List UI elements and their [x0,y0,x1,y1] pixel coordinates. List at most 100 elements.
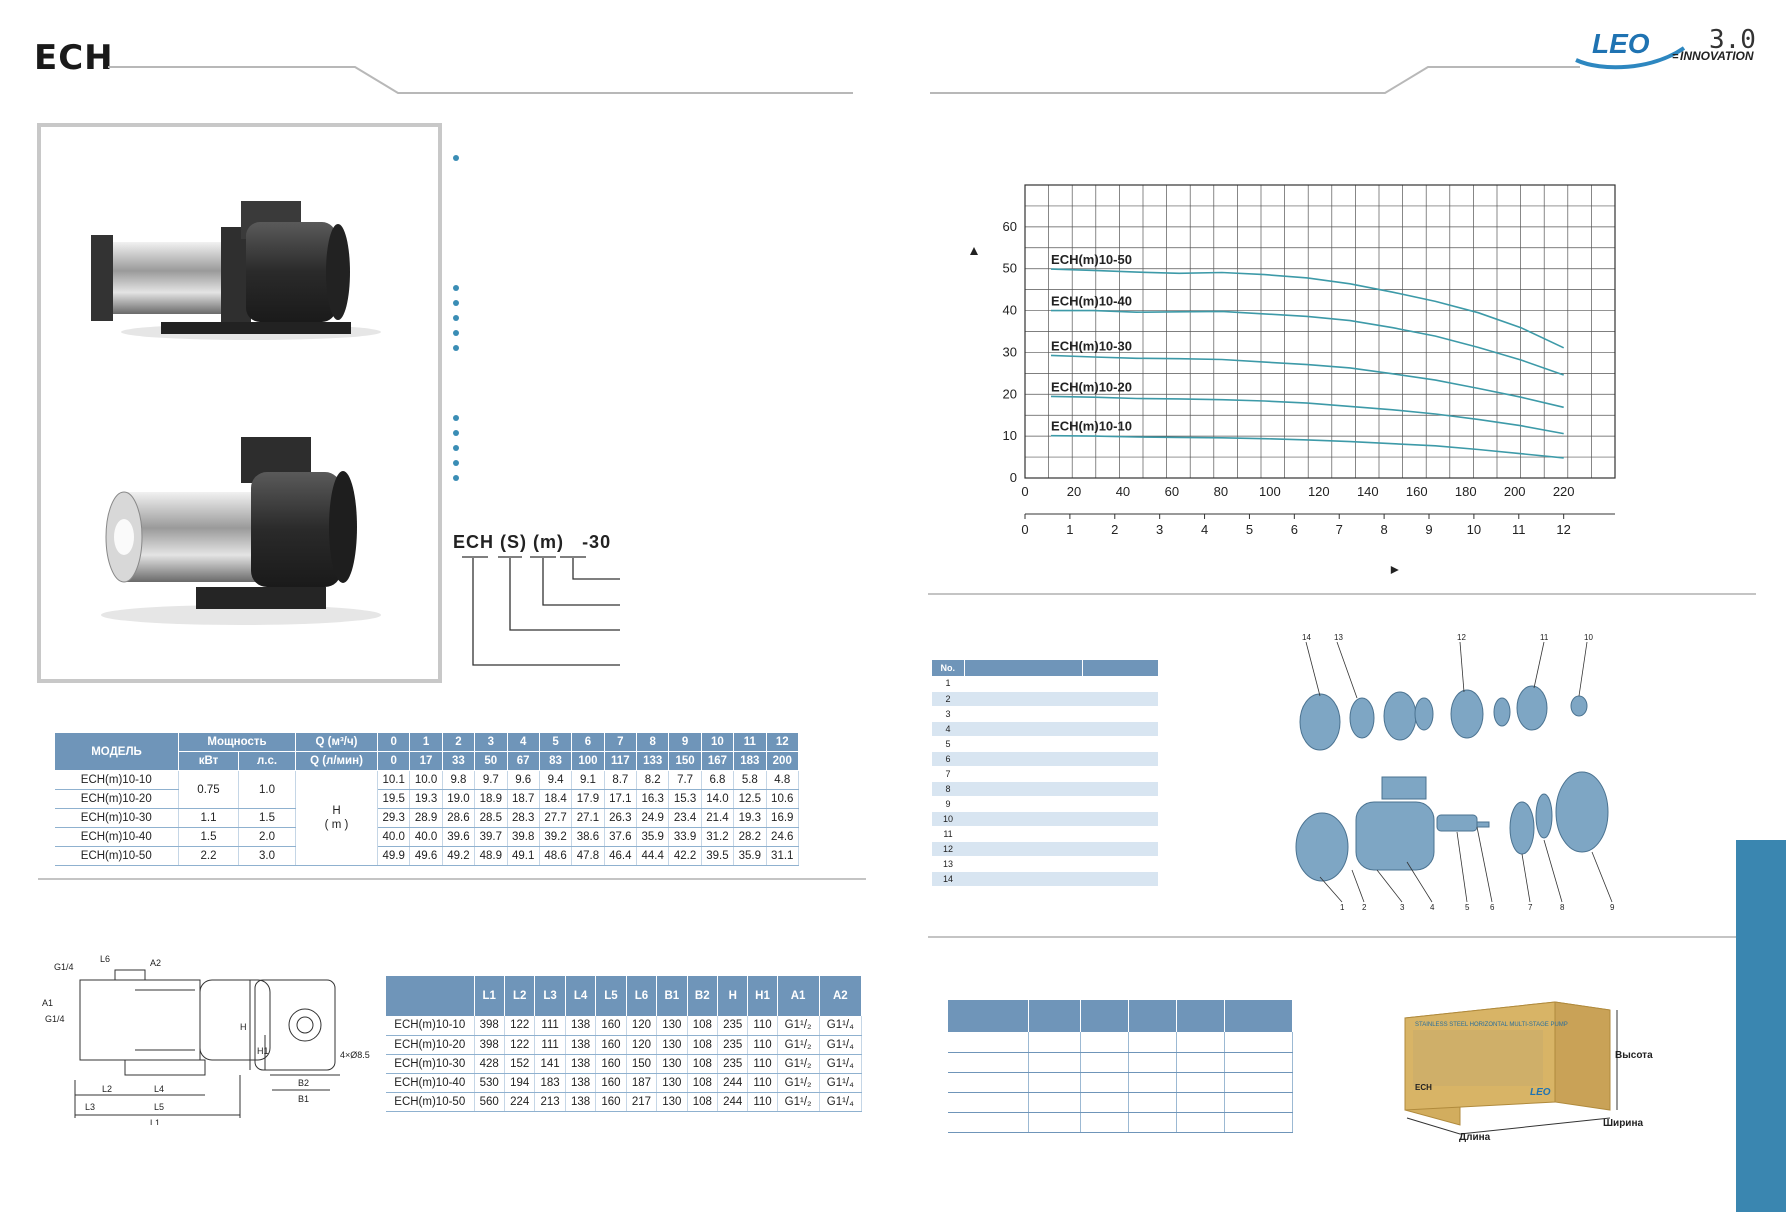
head-value-cell: 44.4 [636,846,670,866]
head-value-cell: 38.6 [571,827,605,847]
dim-value-cell: G1¹/₂ [777,1073,820,1093]
table-row: 5 [932,736,1158,752]
table-row: 7 [932,766,1158,782]
head-value-cell: 19.5 [377,789,411,809]
dim-value-cell: 111 [534,1016,566,1036]
dim-value-cell: 130 [656,1054,688,1074]
head-value-cell: 21.4 [701,808,735,828]
x-axis-arrow [1390,566,1399,574]
part-callout: 9 [1610,903,1615,912]
model-cell: ECH(m)10-50 [386,1092,475,1112]
q-lmin-header: 200 [765,751,799,771]
dim-value-cell: 224 [504,1092,536,1112]
x-alt-tick-label: 0 [1021,484,1028,499]
part-name [964,811,1082,827]
series-line [1050,354,1564,409]
dimension-drawing: G1/4 A1 G1/4 L6 A2 L2 L4 L3 L5 L1 H H1 B… [42,954,370,1125]
dim-header: L4 [565,976,597,1016]
dim-value-cell: 138 [565,1035,597,1055]
packaging-box-illustration: STAINLESS STEEL HORIZONTAL MULTI-STAGE P… [1404,1001,1653,1143]
svg-text:Длина: Длина [1459,1132,1491,1143]
head-value-cell: 19.3 [733,808,767,828]
head-value-cell: 16.9 [766,808,799,828]
pump-photo-illustration [91,201,381,625]
head-value-cell: 49.2 [442,846,476,866]
x-tick-label: 4 [1201,522,1208,537]
section-divider [928,593,1756,595]
power-hp-cell: 2.0 [238,827,296,847]
series-line [1050,395,1564,435]
dim-header: L5 [595,976,627,1016]
table-row: 4 [932,721,1158,737]
part-number: 8 [932,781,964,797]
svg-text:G1/4: G1/4 [45,1014,65,1024]
part-material [1082,811,1158,827]
svg-text:=: = [1672,51,1679,63]
part-number: 14 [932,871,964,887]
dim-value-cell: 120 [626,1016,658,1036]
part-material [1082,826,1158,842]
dim-value-cell: 217 [626,1092,658,1112]
q-lmin-header: 117 [603,751,638,771]
x-tick-label: 2 [1111,522,1118,537]
svg-text:L3: L3 [85,1102,95,1112]
x-alt-tick-label: 220 [1553,484,1575,499]
q-lmin-header: 167 [700,751,735,771]
x-tick-label: 1 [1066,522,1073,537]
head-value-cell: 9.1 [571,770,605,790]
x-tick-label: 3 [1156,522,1163,537]
head-value-cell: 19.3 [409,789,443,809]
table-row: 14 [932,871,1158,887]
model-cell: ECH(m)10-50 [54,846,179,866]
dim-value-cell: 244 [717,1092,749,1112]
dim-value-cell: 110 [747,1073,778,1093]
dim-value-cell: G1¹/₂ [777,1016,820,1036]
series-label: ECH(m)10-40 [1051,294,1132,309]
feature-bullet [453,285,459,291]
head-value-cell: 27.1 [571,808,605,828]
part-callout: 4 [1430,903,1435,912]
model-cell: ECH(m)10-20 [386,1035,475,1055]
x-tick-label: 12 [1556,522,1570,537]
dim-value-cell: G1¹/₄ [819,1073,863,1093]
x-tick-label: 7 [1336,522,1343,537]
dim-value-cell: 244 [717,1073,749,1093]
head-value-cell: 9.8 [442,770,476,790]
feature-bullet [453,300,459,306]
svg-text:ECH: ECH [1415,1083,1432,1092]
part-material [1082,766,1158,782]
feature-bullet [453,415,459,421]
dim-value-cell: 108 [687,1073,719,1093]
feature-bullet [453,445,459,451]
q-lmin-header: 17 [409,751,443,771]
q-m3-header: 5 [538,732,573,752]
head-value-cell: 28.5 [474,808,508,828]
head-value-cell: 35.9 [733,846,767,866]
head-value-cell: 24.6 [766,827,799,847]
dim-value-cell: 110 [747,1016,778,1036]
part-callout: 14 [1302,633,1311,642]
head-value-cell: 10.6 [766,789,799,809]
q-m3-header: 10 [700,732,735,752]
svg-text:Ширина: Ширина [1603,1118,1643,1129]
svg-text:4×Ø8.5: 4×Ø8.5 [340,1050,370,1060]
part-number: 4 [932,721,964,737]
part-name [964,721,1082,737]
y-axis-arrow [970,247,978,255]
svg-text:A2: A2 [150,958,161,968]
part-material [1082,796,1158,812]
part-material [1082,706,1158,722]
part-callout: 6 [1490,903,1495,912]
power-hp-cell: 1.0 [238,770,296,809]
dim-header: L6 [626,976,658,1016]
series-label: ECH(m)10-50 [1051,252,1132,267]
head-value-cell: 49.1 [507,846,540,866]
part-material [1082,871,1158,887]
head-value-cell: 4.8 [766,770,799,790]
q-m3-header: 1 [409,732,443,752]
dim-value-cell: G1¹/₂ [777,1035,820,1055]
dim-value-cell: 141 [534,1054,566,1074]
